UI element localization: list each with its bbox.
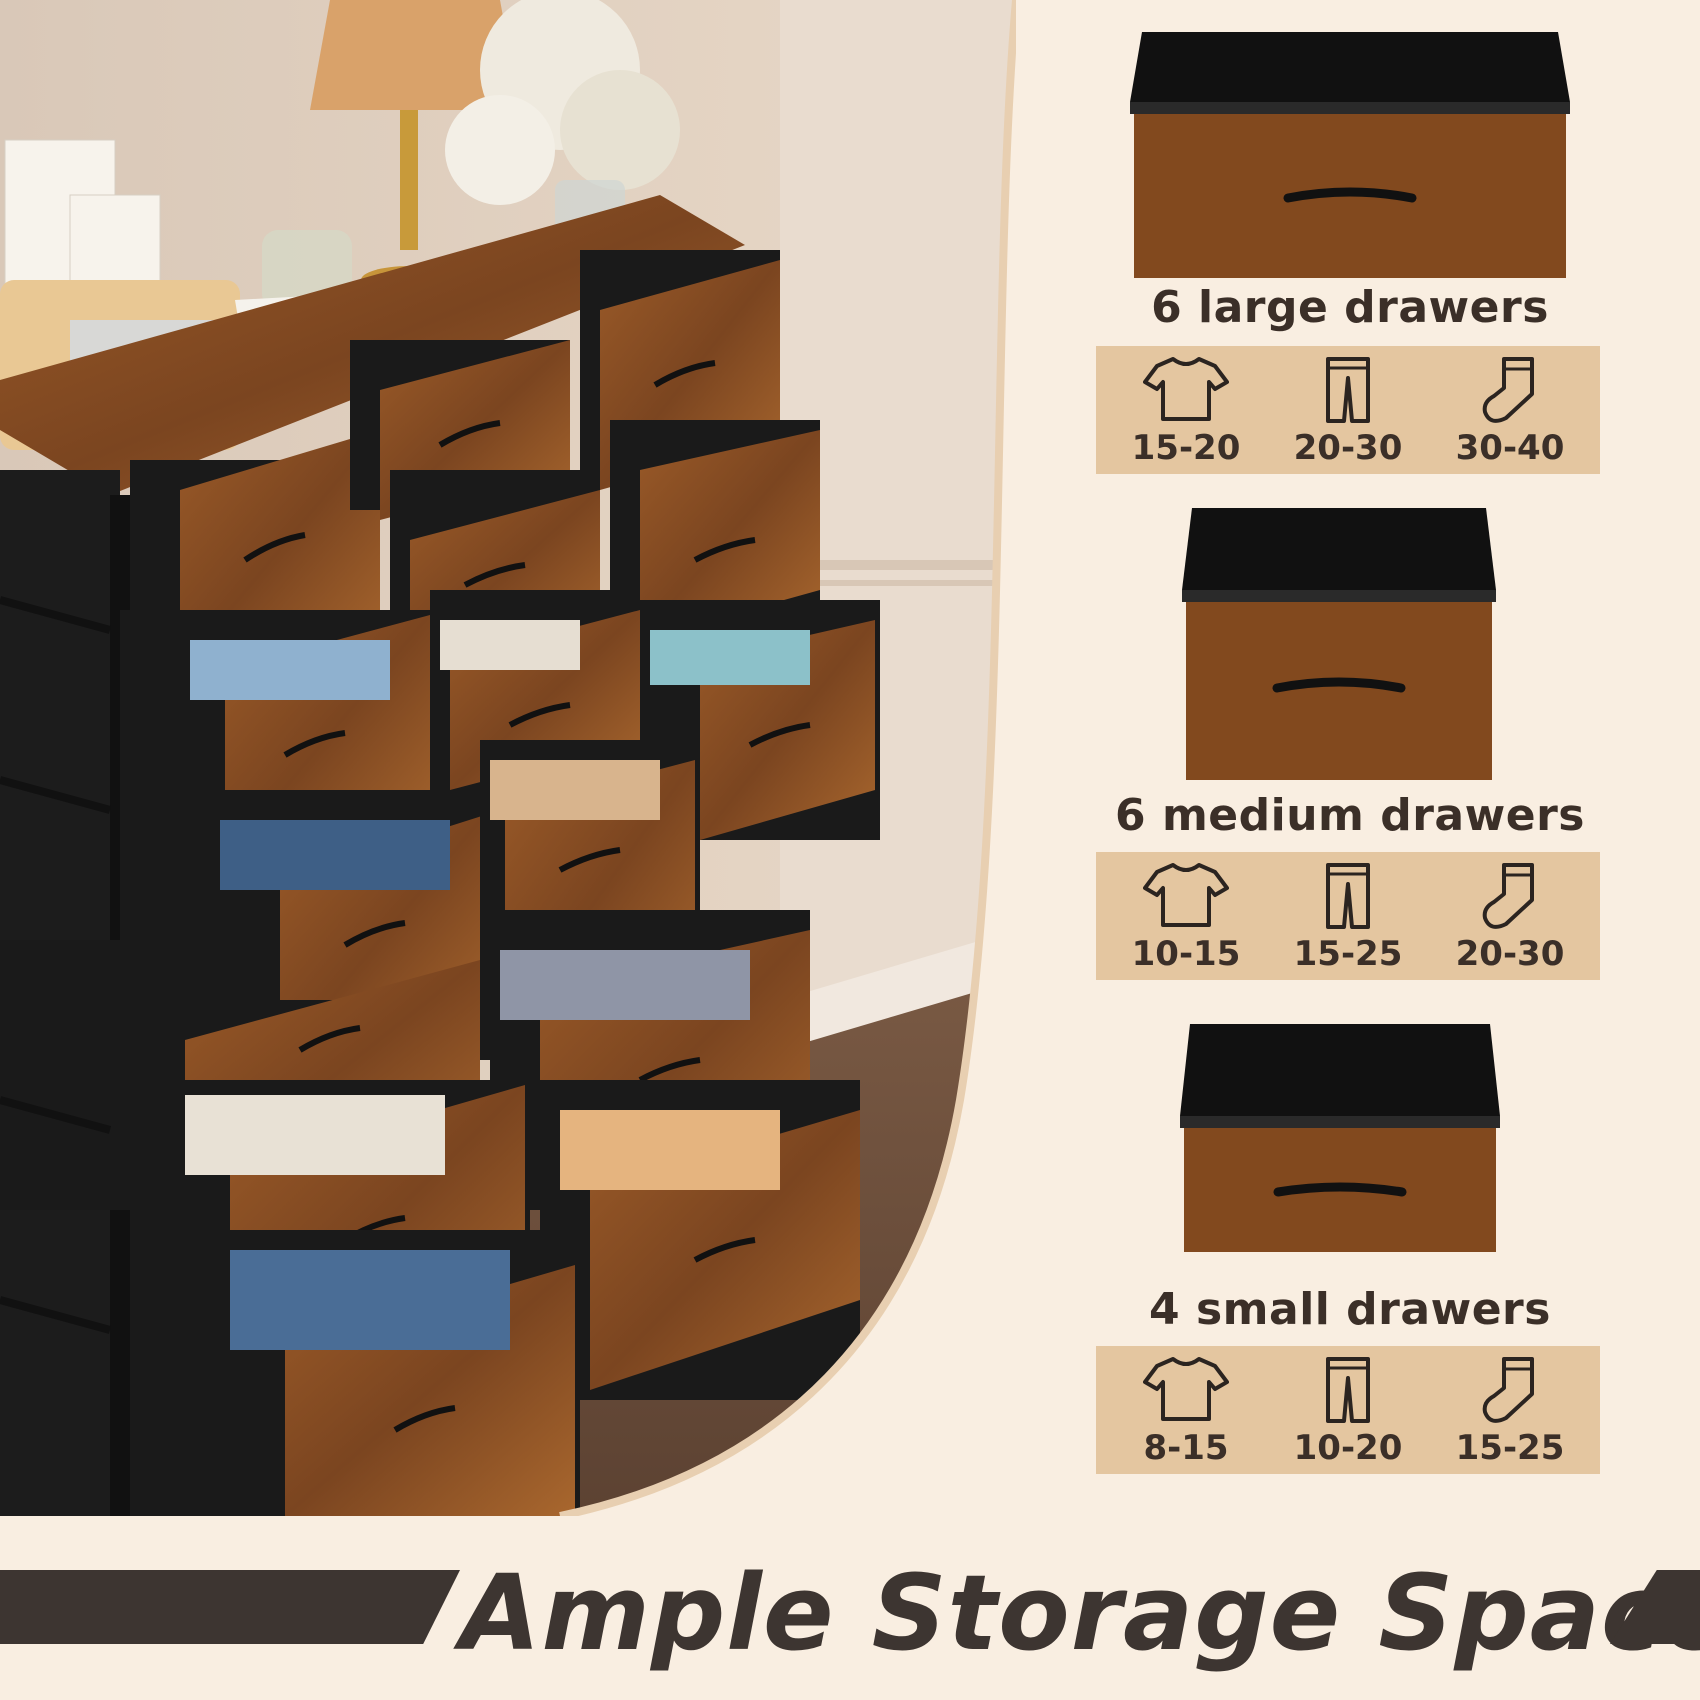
capacity-pants: 15-25: [1268, 852, 1428, 980]
pants-icon: [1326, 863, 1370, 929]
capacity-value: 15-25: [1293, 934, 1403, 974]
pants-icon: [1326, 357, 1370, 423]
capacity-tshirt: 8-15: [1106, 1346, 1266, 1474]
drawer-type-medium: 6 medium drawers 10-15 15-25 20-30: [1090, 508, 1610, 980]
capacity-tshirt: 15-20: [1106, 346, 1266, 474]
capacity-sock: 15-25: [1430, 1346, 1590, 1474]
bottom-banner: Ample Storage Space: [0, 1552, 1700, 1674]
capacity-value: 20-30: [1293, 428, 1403, 468]
drawer-type-small: 4 small drawers 8-15 10-20 15-25: [1090, 1024, 1610, 1474]
t-shirt-icon: [1143, 863, 1229, 927]
capacity-sock: 30-40: [1430, 346, 1590, 474]
drawer-type-title: 4 small drawers: [1149, 1284, 1551, 1335]
capacity-tshirt: 10-15: [1106, 852, 1266, 980]
small-drawer-image: [1180, 1024, 1500, 1252]
drawer-type-title: 6 medium drawers: [1115, 790, 1585, 841]
capacity-value: 15-25: [1455, 1428, 1565, 1468]
capacity-band: 8-15 10-20 15-25: [1096, 1346, 1600, 1474]
capacity-pants: 20-30: [1268, 346, 1428, 474]
drawer-type-large: 6 large drawers 15-20 20-30 30-40: [1090, 32, 1610, 474]
banner-title: Ample Storage Space: [460, 1552, 1700, 1674]
medium-drawer-image: [1182, 508, 1496, 780]
large-drawer-image: [1130, 32, 1570, 278]
capacity-value: 20-30: [1455, 934, 1565, 974]
t-shirt-icon: [1143, 357, 1229, 421]
capacity-pants: 10-20: [1268, 1346, 1428, 1474]
pants-icon: [1326, 1357, 1370, 1423]
capacity-value: 15-20: [1131, 428, 1241, 468]
dresser-drawers: [0, 250, 880, 1516]
sock-icon: [1482, 357, 1534, 423]
capacity-band: 15-20 20-30 30-40: [1096, 346, 1600, 474]
capacity-value: 10-15: [1131, 934, 1241, 974]
sock-icon: [1482, 863, 1534, 929]
product-photo: [0, 0, 1016, 1516]
capacity-band: 10-15 15-25 20-30: [1096, 852, 1600, 980]
banner-stripe-left: [0, 1570, 460, 1644]
capacity-value: 10-20: [1293, 1428, 1403, 1468]
capacity-sock: 20-30: [1430, 852, 1590, 980]
capacity-value: 8-15: [1143, 1428, 1229, 1468]
capacity-value: 30-40: [1455, 428, 1565, 468]
t-shirt-icon: [1143, 1357, 1229, 1421]
sock-icon: [1482, 1357, 1534, 1423]
drawer-type-title: 6 large drawers: [1151, 282, 1549, 333]
